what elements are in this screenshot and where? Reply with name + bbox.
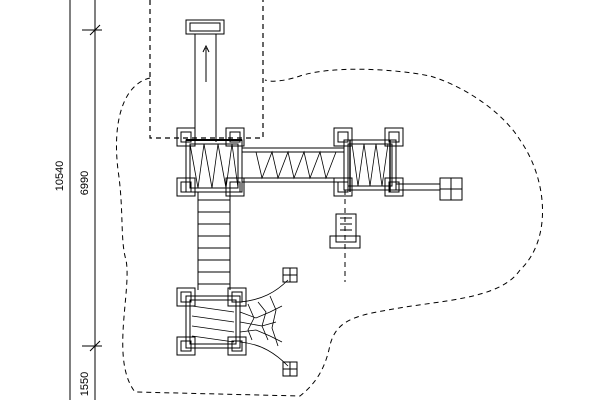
climbing-ladder-right xyxy=(329,190,361,282)
bridge-upper xyxy=(241,147,345,183)
slide-fall-zone xyxy=(149,0,264,139)
support-posts xyxy=(176,127,463,377)
tower-platform-upper xyxy=(185,139,243,193)
tower-platform-right xyxy=(343,139,397,192)
tower-platform-lower xyxy=(185,295,241,349)
dimension-upper: 6990 xyxy=(79,171,91,195)
climbing-net xyxy=(239,279,289,367)
rope-bridge-vertical xyxy=(197,192,231,290)
dimension-lines xyxy=(69,0,102,400)
dimension-overall: 10540 xyxy=(54,161,66,192)
safety-zone-outline xyxy=(115,68,543,397)
slide xyxy=(185,19,225,142)
dimension-lower: 1550 xyxy=(79,372,91,396)
